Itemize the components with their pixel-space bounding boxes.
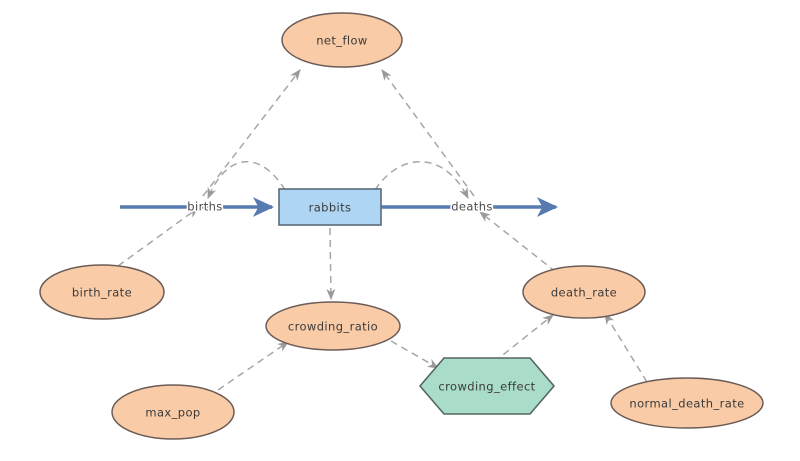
rabbits-label: rabbits	[309, 201, 352, 215]
link-max_pop-to-crowding_ratio	[217, 341, 289, 391]
node-normal_death_rate[interactable]: normal_death_rate	[610, 377, 764, 429]
link-births-to-net_flow	[202, 69, 301, 197]
link-crowding_ratio-to-crowding_effect	[390, 340, 440, 369]
link-death_rate-to-deaths	[479, 211, 557, 273]
max_pop-ellipse[interactable]	[111, 384, 235, 440]
node-death_rate[interactable]: death_rate	[522, 265, 646, 319]
node-birth_rate[interactable]: birth_rate	[39, 264, 165, 320]
flow-deaths-label-halo: deaths	[451, 200, 493, 214]
crowding_effect-hexagon[interactable]	[418, 357, 556, 415]
crowding_ratio-label: crowding_ratio	[288, 320, 378, 334]
node-max_pop[interactable]: max_pop	[111, 384, 235, 440]
node-crowding_effect[interactable]: crowding_effect	[418, 357, 556, 415]
link-rabbits-to-births	[207, 161, 286, 200]
crowding_ratio-ellipse[interactable]	[265, 301, 401, 351]
link-crowding_effect-to-death_rate	[493, 314, 554, 363]
birth_rate-label: birth_rate	[72, 286, 132, 300]
node-rabbits[interactable]: rabbits	[278, 188, 382, 226]
link-normal_death_rate-to-death_rate	[604, 312, 648, 383]
birth_rate-ellipse[interactable]	[39, 264, 165, 320]
death_rate-ellipse[interactable]	[522, 265, 646, 319]
crowding_effect-label: crowding_effect	[438, 380, 535, 394]
net_flow-label: net_flow	[316, 34, 368, 48]
net_flow-ellipse[interactable]	[281, 12, 403, 68]
normal_death_rate-label: normal_death_rate	[629, 397, 744, 411]
flow-label-layer: births births deaths deaths	[186, 198, 494, 215]
link-deaths-to-net_flow	[381, 69, 475, 197]
link-rabbits-to-crowding_ratio	[326, 227, 336, 301]
rabbits-rect[interactable]	[278, 188, 382, 226]
link-rabbits-to-deaths	[374, 161, 469, 200]
death_rate-label: death_rate	[551, 286, 617, 300]
normal_death_rate-ellipse[interactable]	[610, 377, 764, 429]
link-birth_rate-to-births	[117, 207, 199, 267]
flow-births-label-halo: births	[187, 200, 222, 214]
node-net_flow[interactable]: net_flow	[281, 12, 403, 68]
flow-births-label: births	[187, 200, 222, 214]
flow-deaths-label: deaths	[451, 200, 493, 214]
causal-link-layer	[117, 69, 648, 391]
node-crowding_ratio[interactable]: crowding_ratio	[265, 301, 401, 351]
max_pop-label: max_pop	[145, 406, 200, 420]
